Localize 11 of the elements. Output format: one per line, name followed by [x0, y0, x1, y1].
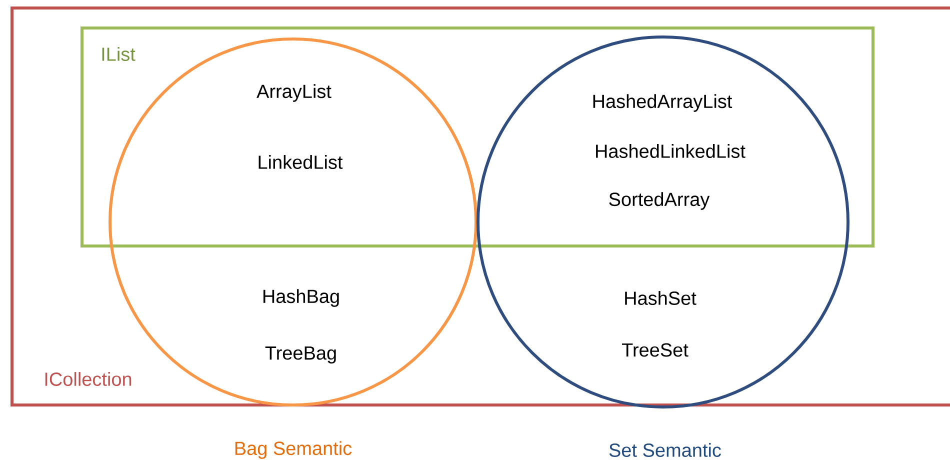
- class-name: TreeBag: [265, 346, 336, 364]
- node-label: Set Semantic: [609, 443, 721, 457]
- class-name: SortedArray: [609, 192, 710, 210]
- class-name: HashedLinkedList: [596, 144, 746, 158]
- class-name: ArrayList: [256, 84, 332, 102]
- class-name: LinkedList: [258, 155, 343, 169]
- node-label: Bag Semantic: [235, 441, 352, 459]
- class-name: HashedArrayList: [593, 94, 732, 112]
- class-name: HashSet: [625, 291, 696, 305]
- class-name: TreeSet: [622, 343, 688, 357]
- class-name: HashBag: [263, 289, 339, 307]
